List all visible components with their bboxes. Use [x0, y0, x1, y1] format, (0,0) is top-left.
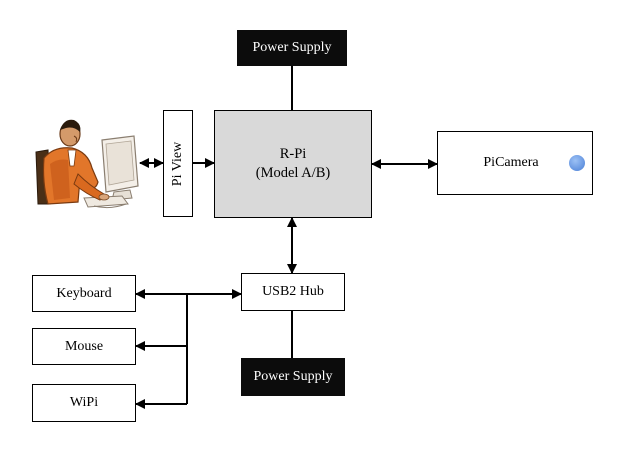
wipi-box: WiPi — [32, 384, 136, 422]
usb-hub-box: USB2 Hub — [241, 273, 345, 311]
mouse-label: Mouse — [64, 338, 104, 354]
picamera-label: PiCamera — [483, 155, 539, 170]
picamera-box: PiCamera — [437, 131, 593, 195]
wipi-label: WiPi — [69, 395, 99, 410]
usb-hub-label: USB2 Hub — [262, 284, 324, 299]
camera-lens-dot-icon — [569, 155, 585, 171]
keyboard-label: Keyboard — [56, 285, 112, 301]
power-supply-top-box: Power Supply — [237, 30, 347, 66]
rpi-label-line1: R-Pi — [279, 146, 307, 162]
power-supply-bottom-box: Power Supply — [241, 358, 345, 396]
mouse-box: Mouse — [32, 328, 136, 365]
power-supply-bottom-label: Power Supply — [253, 369, 333, 384]
pi-view-box: Pi View — [163, 110, 193, 217]
keyboard-box: Keyboard — [32, 275, 136, 312]
person-at-computer-icon — [35, 119, 139, 209]
pi-view-label: Pi View — [170, 141, 185, 186]
rpi-box: R-Pi (Model A/B) — [214, 110, 372, 218]
rpi-label-line2: (Model A/B) — [255, 165, 331, 181]
power-supply-top-label: Power Supply — [252, 40, 332, 55]
